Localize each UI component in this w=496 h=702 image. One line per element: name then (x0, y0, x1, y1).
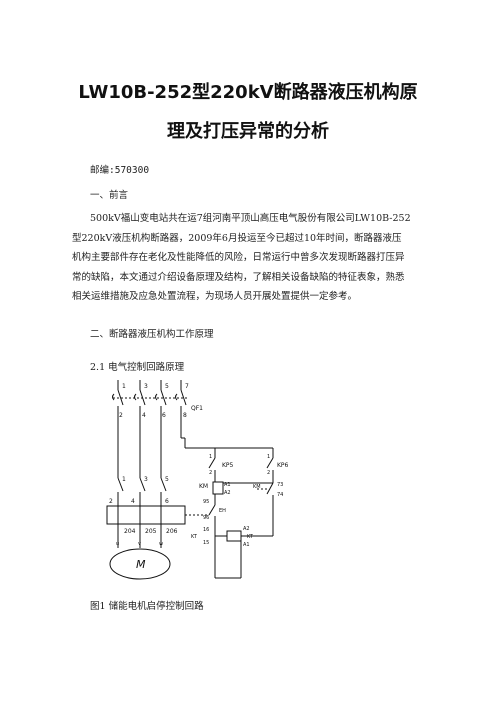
km-contact-74: 74 (277, 492, 283, 498)
kp5-terminal-1: 1 (209, 454, 212, 460)
km-terminal-6: 6 (165, 498, 169, 505)
kp5-terminal-2: 2 (209, 470, 212, 476)
km-coil-a1: A1 (224, 482, 231, 488)
thermal-contact-label: EH (219, 508, 226, 514)
intro-line-1: 500kV福山变电站共在运7组河南平顶山高压电气股份有限公司LW10B-252 (90, 213, 411, 224)
km-terminal-2: 2 (109, 498, 113, 505)
km-hold-contact (257, 478, 274, 503)
km-coil-label: KM (199, 483, 208, 490)
kt-coil-label: KT (247, 534, 254, 540)
km-terminal-5: 5 (165, 476, 169, 483)
title-line-1: LW10B-252型220kV断路器液压机构原 (78, 82, 418, 103)
motor-lead-v: v (138, 541, 141, 547)
km-contact-label: KM (253, 484, 261, 490)
intro-line-4: 常的缺陷，本文通过介绍设备原理及结构，了解相关设备缺陷的特征表象，熟悉 (72, 271, 405, 283)
motor-lead-w: w (159, 541, 163, 547)
qf1-terminal-6: 6 (162, 412, 166, 419)
km-terminal-4: 4 (131, 498, 135, 505)
motor-symbol: M (136, 558, 146, 571)
kt-coil (226, 530, 242, 542)
qf1-terminal-4: 4 (142, 412, 146, 419)
kp6-contact (266, 454, 274, 478)
section-1-heading: 一、前言 (90, 190, 129, 201)
km-coil (212, 481, 224, 495)
thermal-contact-95: 95 (203, 499, 209, 505)
title-line-2: 理及打压异常的分析 (167, 121, 329, 142)
kt-coil-a1: A1 (243, 542, 250, 548)
km-terminal-3: 3 (144, 476, 148, 483)
qf1-label: QF1 (191, 405, 203, 412)
section-2-heading: 二、断路器液压机构工作原理 (90, 329, 214, 340)
qf1-terminal-5: 5 (165, 383, 169, 390)
kt-contact-16: 16 (203, 527, 209, 533)
kt-contact-label: KT (191, 534, 198, 540)
postcode: 邮编:570300 (90, 165, 150, 176)
kp6-terminal-2: 2 (267, 470, 270, 476)
km-main-contacts (117, 477, 167, 503)
figure-caption: 图1 储能电机启停控制回路 (90, 601, 204, 612)
kt-contact-15: 15 (203, 540, 209, 546)
kp6-terminal-1: 1 (267, 454, 270, 460)
storage-motor (109, 548, 171, 580)
thermal-relay-box (106, 505, 186, 525)
kp5-label: KP5 (222, 462, 234, 469)
km-coil-a2: A2 (224, 490, 231, 496)
kt-coil-a2: A2 (243, 526, 250, 532)
km-contact-73: 73 (277, 482, 283, 488)
motor-control-circuit-diagram: 1 3 5 7 2 4 6 8 QF1 1 3 5 2 4 6 204 205 … (106, 380, 289, 580)
kp5-contact (208, 454, 216, 478)
terminal-206: 206 (166, 528, 178, 535)
intro-line-5: 相关运维措施及应急处置流程，为现场人员开展处置提供一定参考。 (72, 291, 358, 302)
motor-lead-u: u (116, 541, 119, 547)
kp6-label: KP6 (277, 462, 289, 469)
terminal-204: 204 (124, 528, 136, 535)
intro-paragraph: 500kV福山变电站共在运7组河南平顶山高压电气股份有限公司LW10B-252 … (72, 209, 424, 307)
qf1-terminal-2: 2 (119, 412, 123, 419)
subsection-heading: 2.1 电气控制回路原理 (90, 362, 185, 373)
qf1-terminal-1: 1 (122, 383, 126, 390)
qf1-terminal-3: 3 (144, 383, 148, 390)
qf1-terminal-8: 8 (183, 412, 187, 419)
terminal-205: 205 (145, 528, 157, 535)
qf1-terminal-7: 7 (185, 383, 189, 390)
km-terminal-1: 1 (122, 476, 126, 483)
intro-line-2: 型220kV液压机构断路器，2009年6月投运至今已超过10年时间，断路器液压 (72, 232, 402, 244)
qf1-breaker (112, 380, 187, 438)
intro-line-3: 机构主要部件存在老化及性能降低的风险，日常运行中曾多次发现断路器打压异 (72, 252, 405, 263)
thermal-contact-96: 96 (203, 515, 209, 521)
